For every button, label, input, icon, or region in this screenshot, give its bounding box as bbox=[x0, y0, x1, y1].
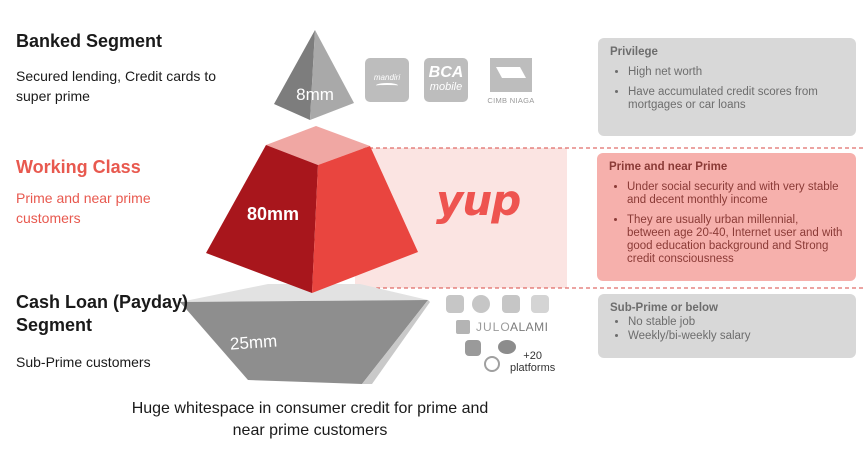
platform-logo-icon-4 bbox=[531, 295, 549, 313]
platform-logo-icon-5 bbox=[465, 340, 481, 356]
cash-loan-segment-title: Cash Loan (Payday) Segment bbox=[16, 291, 188, 337]
list-item: Have accumulated credit scores from mort… bbox=[628, 86, 844, 112]
cash-loan-subtitle: Sub-Prime customers bbox=[16, 354, 151, 370]
platform-logo-icon-3 bbox=[502, 295, 520, 313]
cimb-niaga-logo: CIMB NIAGA bbox=[482, 58, 540, 108]
list-item: Weekly/bi-weekly salary bbox=[628, 330, 844, 343]
bca-mobile-logo: BCA mobile bbox=[424, 58, 468, 102]
mandiri-swoosh-icon bbox=[376, 82, 398, 88]
pyramid-top-label: 8mm bbox=[296, 85, 334, 104]
banked-subtitle-line-2: super prime bbox=[16, 88, 90, 104]
platforms-count-label: +20 platforms bbox=[510, 350, 555, 374]
platform-logo-icon-1 bbox=[446, 295, 464, 313]
caption-line-2: near prime customers bbox=[232, 422, 388, 439]
pyramid-top-right-face bbox=[310, 30, 354, 120]
working-subtitle-line-2: customers bbox=[16, 210, 81, 226]
whitespace-caption: Huge whitespace in consumer credit for p… bbox=[60, 398, 560, 442]
cimb-niaga-mark-icon bbox=[490, 58, 532, 92]
platforms-count: +20 bbox=[523, 350, 542, 362]
pyramid-middle-label: 80mm bbox=[247, 204, 299, 224]
prime-box-title: Prime and near Prime bbox=[609, 161, 728, 173]
banked-segment-subtitle: Secured lending, Credit cards to super p… bbox=[16, 66, 216, 106]
privilege-box-title: Privilege bbox=[610, 46, 658, 58]
list-item: High net worth bbox=[628, 66, 844, 79]
working-class-title: Working Class bbox=[16, 157, 141, 177]
pyramid-bottom-label: 25mm bbox=[229, 331, 277, 353]
platform-logo-icon-2 bbox=[472, 295, 490, 313]
bca-logo-text: BCA bbox=[428, 64, 464, 81]
prime-box: Prime and near Prime Under social securi… bbox=[597, 153, 856, 281]
pyramid-middle-left-face bbox=[206, 145, 318, 293]
yup-logo: yup bbox=[436, 176, 521, 225]
list-item: They are usually urban millennial, betwe… bbox=[627, 214, 844, 266]
mandiri-logo-text: mandiri bbox=[373, 72, 401, 82]
caption-line-1: Huge whitespace in consumer credit for p… bbox=[131, 400, 489, 417]
subprime-box-title: Sub-Prime or below bbox=[610, 302, 718, 314]
platform-logo-icon-6 bbox=[498, 340, 516, 354]
pyramid-top-left-face bbox=[274, 30, 315, 120]
julo-logo-text: JULO bbox=[476, 320, 511, 334]
pyramid-bottom-top-face bbox=[180, 284, 428, 302]
working-subtitle-line-1: Prime and near prime bbox=[16, 190, 151, 206]
platforms-word: platforms bbox=[510, 362, 556, 374]
subprime-list: No stable job Weekly/bi-weekly salary bbox=[610, 316, 844, 343]
pyramid-middle-right-face bbox=[312, 146, 418, 293]
platform-logo-icon-7 bbox=[484, 356, 500, 372]
banked-subtitle-line-1: Secured lending, Credit cards to bbox=[16, 68, 216, 84]
pyramid-bottom-right-face bbox=[362, 300, 430, 384]
banked-segment-title: Banked Segment bbox=[16, 31, 163, 51]
cimb-niaga-logo-text: CIMB NIAGA bbox=[487, 96, 535, 105]
bca-mobile-text: mobile bbox=[429, 81, 463, 93]
cash-loan-title-line-2: Segment bbox=[16, 315, 93, 335]
pyramid-bottom-left-face bbox=[180, 300, 428, 384]
privilege-box: Privilege High net worth Have accumulate… bbox=[598, 38, 856, 136]
pyramid-middle-top-face bbox=[266, 126, 370, 165]
list-item: Under social security and with very stab… bbox=[627, 181, 844, 207]
working-class-subtitle: Prime and near prime customers bbox=[16, 188, 151, 228]
subprime-box: Sub-Prime or below No stable job Weekly/… bbox=[598, 294, 856, 358]
privilege-list: High net worth Have accumulated credit s… bbox=[610, 66, 844, 112]
cash-loan-title-line-1: Cash Loan (Payday) bbox=[16, 292, 189, 312]
alami-logo-text: ALAMI bbox=[510, 320, 549, 334]
julo-logo-icon bbox=[456, 320, 470, 334]
prime-list: Under social security and with very stab… bbox=[609, 181, 844, 266]
list-item: No stable job bbox=[628, 316, 844, 329]
mandiri-logo: mandiri bbox=[365, 58, 409, 102]
